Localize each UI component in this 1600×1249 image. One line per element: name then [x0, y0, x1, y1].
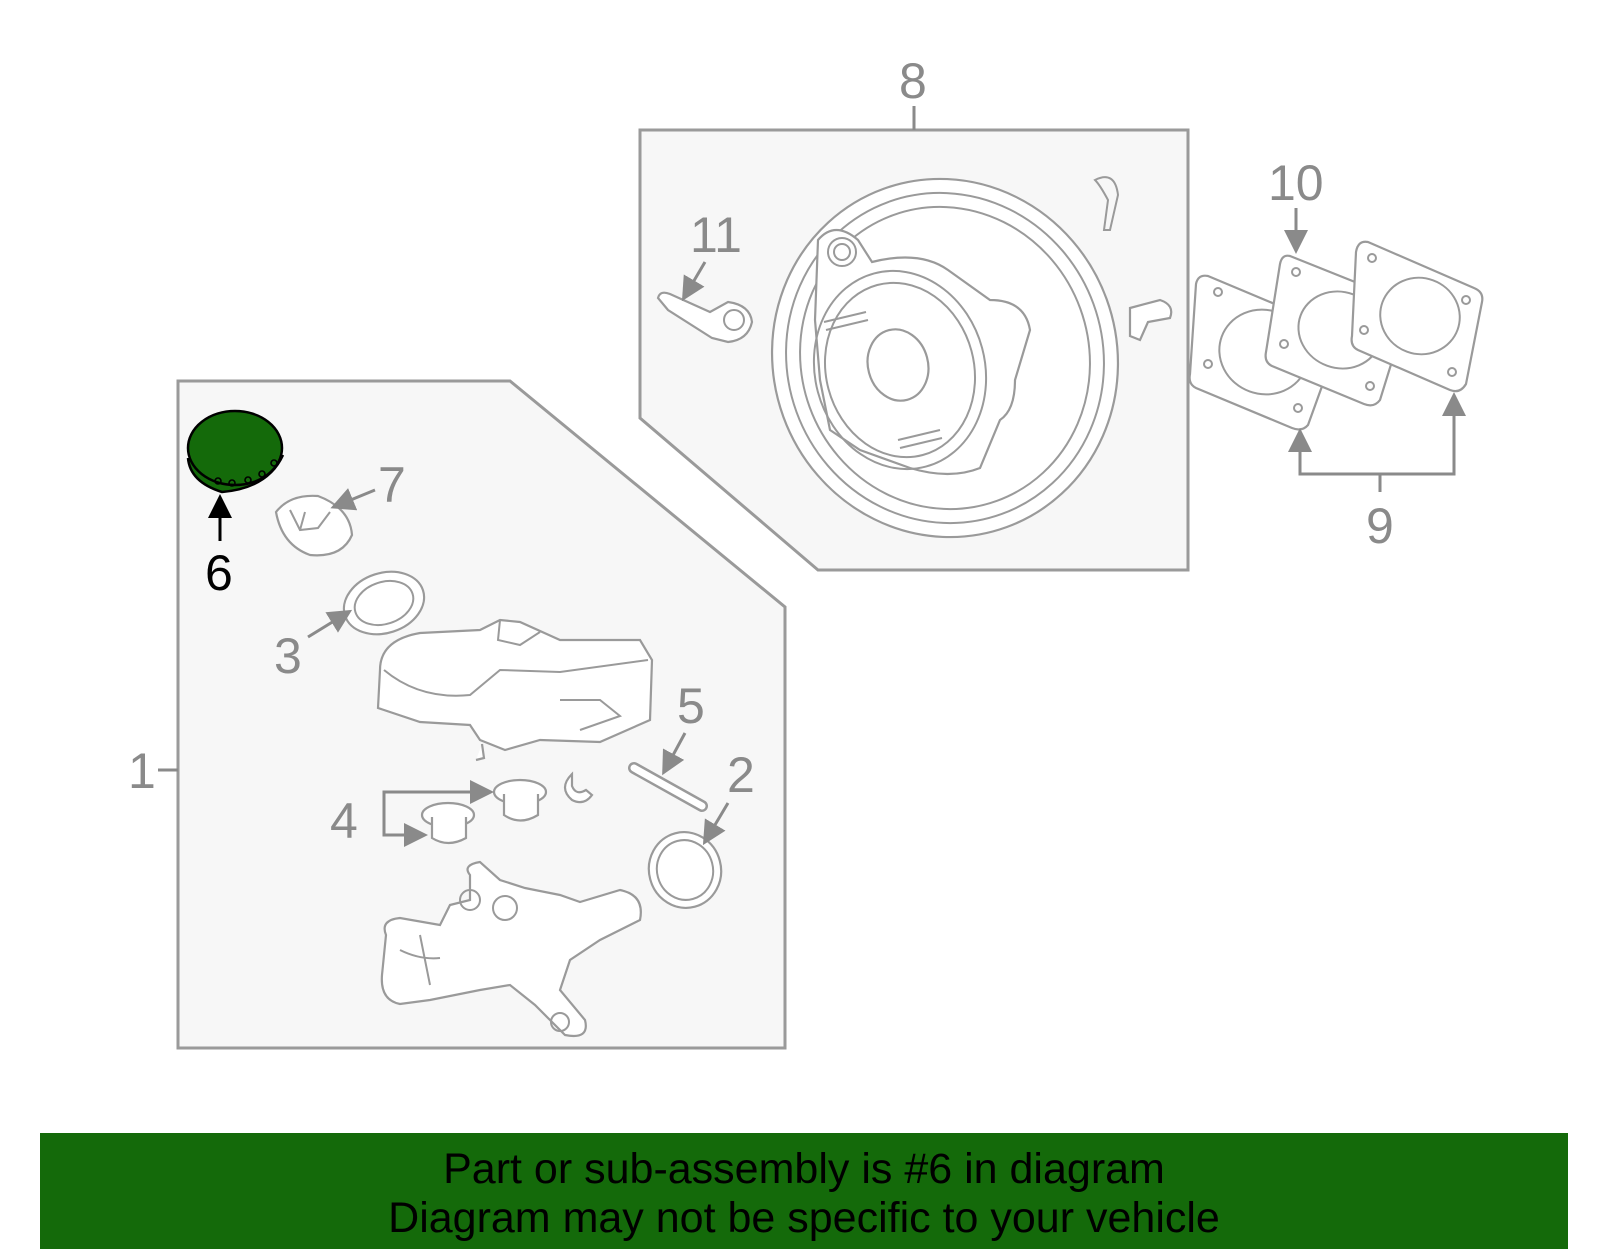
grommet-part-4a — [492, 778, 548, 822]
callout-11-leader — [681, 261, 707, 302]
callout-8-label: 8 — [899, 53, 927, 109]
gasket-part-3 — [342, 570, 426, 636]
fluid-reservoir — [376, 618, 654, 762]
brake-booster-part-8 — [770, 176, 1173, 539]
info-banner: Part or sub-assembly is #6 in diagram Di… — [40, 1133, 1568, 1249]
callout-9-label: 9 — [1366, 498, 1394, 554]
callout-4-leader — [382, 780, 494, 822]
callout-4-label: 4 — [330, 793, 358, 849]
callout-5-label: 5 — [677, 678, 705, 734]
o-ring-part-2 — [647, 831, 723, 909]
clip — [563, 771, 594, 804]
callout-3-label: 3 — [274, 628, 302, 684]
callout-7-leader — [330, 488, 376, 511]
gasket-plate-3 — [1350, 240, 1484, 393]
callout-2-label: 2 — [727, 747, 755, 803]
banner-line-2: Diagram may not be specific to your vehi… — [388, 1194, 1220, 1242]
callout-11-label: 11 — [690, 207, 742, 263]
check-valve-part-11 — [656, 291, 754, 344]
reservoir-cap-part-6[interactable] — [186, 409, 285, 494]
callout-3-leader — [307, 609, 353, 639]
banner-line-1: Part or sub-assembly is #6 in diagram — [443, 1145, 1165, 1193]
grommet-part-4b — [420, 801, 476, 845]
callout-2-leader — [702, 802, 730, 846]
callout-6-label: 6 — [205, 545, 233, 601]
parts-diagram: 6 7 3 5 4 2 — [128, 53, 1484, 1050]
callout-10-label: 10 — [1268, 155, 1324, 211]
callout-5-leader — [662, 732, 687, 776]
strainer-part-7 — [274, 494, 354, 557]
master-cylinder-body — [380, 860, 642, 1038]
callout-7-label: 7 — [378, 457, 406, 513]
callout-1-label: 1 — [128, 743, 156, 799]
callout-9-leader — [1288, 428, 1382, 492]
